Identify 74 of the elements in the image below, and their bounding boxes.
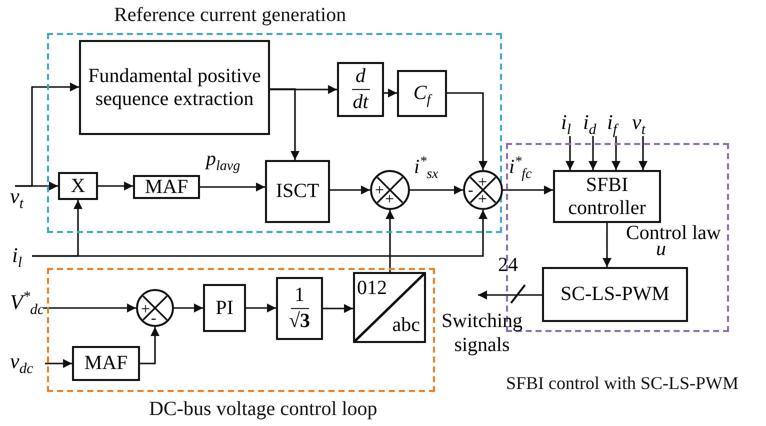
arrow xyxy=(246,304,276,312)
summing-junction xyxy=(370,170,410,210)
arrow xyxy=(566,136,574,170)
block-box xyxy=(203,284,246,332)
block-label: ISCT xyxy=(276,180,320,203)
summing-junction xyxy=(463,170,503,210)
arrow xyxy=(384,88,397,98)
arrow xyxy=(44,304,136,312)
denominator: dt xyxy=(352,90,370,114)
sign-label: + xyxy=(385,192,394,208)
signal-label: i$_{f}$ xyxy=(607,112,625,136)
signal-label: i$_{l}$ xyxy=(561,112,579,136)
output-label: Switching signals xyxy=(440,295,524,357)
arrow xyxy=(638,136,648,170)
sign-label: + xyxy=(478,192,488,208)
arrow xyxy=(270,85,337,94)
edge-label: p$_{lavg}$ xyxy=(206,148,240,171)
arrow xyxy=(270,88,300,160)
block-label: MAF xyxy=(84,352,128,375)
arrow xyxy=(323,304,353,313)
arrow xyxy=(612,136,620,170)
arrow xyxy=(174,304,203,312)
sign-label: - xyxy=(151,311,156,327)
signal-label: v$_{dc}$ xyxy=(10,351,45,375)
block-label: MAF xyxy=(144,176,188,198)
arrow xyxy=(503,186,553,194)
sign-label: - xyxy=(468,183,474,199)
arrow xyxy=(386,210,394,272)
fraction-block xyxy=(276,277,323,340)
block-box xyxy=(553,170,661,223)
block-box xyxy=(79,40,270,135)
group-heading: SFBI control with SC-LS-PWM xyxy=(506,373,739,394)
signal-label: i$_{d}$ xyxy=(583,112,603,136)
block-box xyxy=(133,175,200,199)
block-box xyxy=(58,172,98,200)
arrow xyxy=(330,186,370,194)
signal-label: v$_{t}$ xyxy=(632,112,654,136)
fraction-block xyxy=(337,62,384,117)
transform-block xyxy=(353,272,426,343)
arrow xyxy=(15,182,58,190)
arrow xyxy=(478,290,542,300)
block-box xyxy=(542,267,688,322)
sign-label: + xyxy=(375,183,384,199)
arrow xyxy=(588,136,598,170)
sign-label: + xyxy=(478,175,488,191)
numerator: 1 xyxy=(290,284,308,309)
summing-junction xyxy=(136,289,174,327)
group-heading: Reference current generation xyxy=(114,4,346,27)
group-heading: DC-bus voltage control loop xyxy=(149,398,378,421)
block-label: SC-LS-PWM xyxy=(560,283,670,306)
arrow xyxy=(32,210,488,257)
arrow xyxy=(447,92,488,170)
block-label: Fundamental positive sequence extraction xyxy=(87,64,262,110)
arrow xyxy=(98,182,133,190)
block-label: abc xyxy=(392,315,420,335)
sign-label: + xyxy=(141,302,150,318)
arrow xyxy=(410,186,463,194)
arrow xyxy=(200,182,265,192)
denominator: √3 xyxy=(288,309,311,333)
numerator: d xyxy=(352,65,370,90)
signal-label: v$_{t}$ xyxy=(10,186,34,208)
signal-label: i$_{l}$ xyxy=(12,245,32,267)
edge-label: 24 xyxy=(498,254,518,277)
block-label: SFBI controller xyxy=(567,174,647,220)
block-label: C$_{f}$ xyxy=(413,82,431,105)
block-box xyxy=(265,160,330,223)
arrow xyxy=(45,359,72,368)
block-label: X xyxy=(70,174,86,198)
block-label: 012 xyxy=(357,278,387,298)
block-box xyxy=(397,70,447,117)
arrow xyxy=(140,327,160,364)
arrow xyxy=(602,223,612,267)
block-label: PI xyxy=(216,296,234,320)
block-box xyxy=(72,346,140,381)
